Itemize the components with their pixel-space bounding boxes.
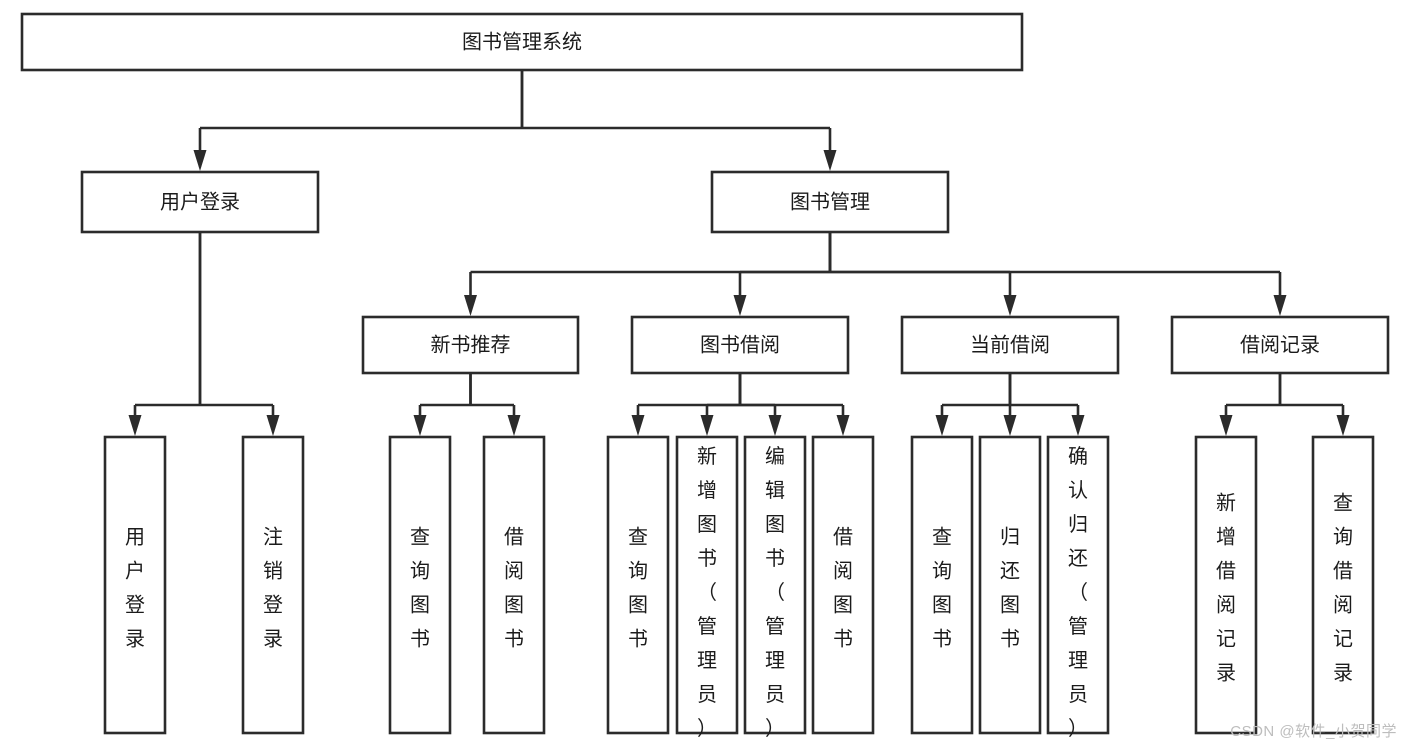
node-leaf-return-book[interactable]: 归还图书 bbox=[978, 435, 1042, 735]
node-label-leaf-query-book-3: 查询图书 bbox=[932, 526, 952, 651]
node-label-leaf-borrow-book-1: 借阅图书 bbox=[504, 526, 524, 651]
node-label-leaf-confirm-return: 确认归还（管理员） bbox=[1068, 445, 1088, 740]
edge-root-to-user-login bbox=[193, 70, 524, 171]
node-label-leaf-query-book-1: 查询图书 bbox=[410, 526, 430, 651]
node-label-current-borrow: 当前借阅 bbox=[970, 333, 1050, 356]
node-label-leaf-user-login: 用户登录 bbox=[125, 527, 145, 651]
node-box-leaf-query-record[interactable] bbox=[1311, 435, 1375, 735]
node-label-leaf-edit-book: 编辑图书（管理员） bbox=[765, 445, 785, 740]
node-label-book-borrow: 图书借阅 bbox=[700, 333, 780, 356]
edge-borrow-record-to-leaf-query-record bbox=[1278, 373, 1350, 436]
node-box-leaf-edit-book[interactable] bbox=[743, 435, 807, 735]
node-box-new-book-rec[interactable] bbox=[361, 315, 580, 375]
node-label-user-login: 用户登录 bbox=[160, 190, 240, 213]
watermark-text: CSDN @软件_小贺同学 bbox=[1230, 723, 1397, 740]
node-box-book-manage[interactable] bbox=[710, 170, 950, 234]
edge-user-login-to-leaf-user-login bbox=[128, 232, 202, 436]
node-new-book-rec[interactable]: 新书推荐 bbox=[361, 315, 580, 375]
edge-root-to-book-manage bbox=[520, 70, 837, 171]
node-book-manage[interactable]: 图书管理 bbox=[710, 170, 950, 234]
node-leaf-borrow-book-1[interactable]: 借阅图书 bbox=[482, 435, 546, 735]
node-label-leaf-add-record: 新增借阅记录 bbox=[1216, 492, 1236, 685]
node-leaf-user-login[interactable]: 用户登录 bbox=[103, 435, 167, 735]
node-leaf-add-record[interactable]: 新增借阅记录 bbox=[1194, 435, 1258, 735]
node-label-root: 图书管理系统 bbox=[462, 30, 582, 53]
node-leaf-query-book-1[interactable]: 查询图书 bbox=[388, 435, 452, 735]
node-box-leaf-user-login[interactable] bbox=[103, 435, 167, 735]
edge-book-manage-to-current-borrow bbox=[828, 232, 1017, 316]
node-label-leaf-add-book: 新增图书（管理员） bbox=[697, 445, 717, 740]
edge-book-manage-to-borrow-record bbox=[828, 232, 1287, 316]
node-borrow-record[interactable]: 借阅记录 bbox=[1170, 315, 1390, 375]
node-box-root[interactable] bbox=[20, 12, 1024, 72]
node-label-leaf-borrow-book-2: 借阅图书 bbox=[833, 526, 853, 651]
node-box-leaf-user-logout[interactable] bbox=[241, 435, 305, 735]
node-box-leaf-return-book[interactable] bbox=[978, 435, 1042, 735]
node-box-borrow-record[interactable] bbox=[1170, 315, 1390, 375]
node-box-leaf-borrow-book-2[interactable] bbox=[811, 435, 875, 735]
node-box-leaf-query-book-3[interactable] bbox=[910, 435, 974, 735]
node-leaf-query-book-2[interactable]: 查询图书 bbox=[606, 435, 670, 735]
edge-new-book-rec-to-leaf-borrow-book-1 bbox=[469, 373, 521, 436]
node-book-borrow[interactable]: 图书借阅 bbox=[630, 315, 850, 375]
edges-layer bbox=[128, 70, 1350, 436]
edge-current-borrow-to-leaf-query-book-3 bbox=[935, 373, 1012, 436]
nodes-layer: 图书管理系统用户登录图书管理新书推荐图书借阅当前借阅借阅记录用户登录注销登录查询… bbox=[20, 12, 1390, 740]
node-label-new-book-rec: 新书推荐 bbox=[431, 333, 511, 356]
node-leaf-borrow-book-2[interactable]: 借阅图书 bbox=[811, 435, 875, 735]
node-box-leaf-add-record[interactable] bbox=[1194, 435, 1258, 735]
node-leaf-edit-book[interactable]: 编辑图书（管理员） bbox=[743, 435, 807, 740]
node-label-leaf-query-record: 查询借阅记录 bbox=[1333, 492, 1353, 685]
node-label-book-manage: 图书管理 bbox=[790, 190, 870, 213]
node-leaf-user-logout[interactable]: 注销登录 bbox=[241, 435, 305, 735]
edge-book-manage-to-book-borrow bbox=[733, 232, 832, 316]
node-label-leaf-return-book: 归还图书 bbox=[1000, 526, 1020, 651]
node-leaf-query-book-3[interactable]: 查询图书 bbox=[910, 435, 974, 735]
edge-book-borrow-to-leaf-borrow-book-2 bbox=[738, 373, 850, 436]
node-root[interactable]: 图书管理系统 bbox=[20, 12, 1024, 72]
edge-book-manage-to-new-book-rec bbox=[464, 232, 832, 316]
edge-user-login-to-leaf-user-logout bbox=[198, 232, 280, 436]
node-label-leaf-query-book-2: 查询图书 bbox=[628, 526, 648, 651]
node-label-borrow-record: 借阅记录 bbox=[1240, 333, 1320, 356]
node-box-user-login[interactable] bbox=[80, 170, 320, 234]
node-box-leaf-add-book[interactable] bbox=[675, 435, 739, 735]
node-box-leaf-borrow-book-1[interactable] bbox=[482, 435, 546, 735]
edge-current-borrow-to-leaf-confirm-return bbox=[1008, 373, 1085, 436]
node-box-leaf-query-book-2[interactable] bbox=[606, 435, 670, 735]
node-box-leaf-query-book-1[interactable] bbox=[388, 435, 452, 735]
node-leaf-query-record[interactable]: 查询借阅记录 bbox=[1311, 435, 1375, 735]
node-leaf-confirm-return[interactable]: 确认归还（管理员） bbox=[1046, 435, 1110, 740]
edge-borrow-record-to-leaf-add-record bbox=[1219, 373, 1282, 436]
node-box-leaf-confirm-return[interactable] bbox=[1046, 435, 1110, 735]
edge-new-book-rec-to-leaf-query-book-1 bbox=[413, 373, 472, 436]
node-leaf-add-book[interactable]: 新增图书（管理员） bbox=[675, 435, 739, 740]
node-current-borrow[interactable]: 当前借阅 bbox=[900, 315, 1120, 375]
node-label-leaf-user-logout: 注销登录 bbox=[263, 526, 283, 651]
node-user-login[interactable]: 用户登录 bbox=[80, 170, 320, 234]
node-box-current-borrow[interactable] bbox=[900, 315, 1120, 375]
node-box-book-borrow[interactable] bbox=[630, 315, 850, 375]
